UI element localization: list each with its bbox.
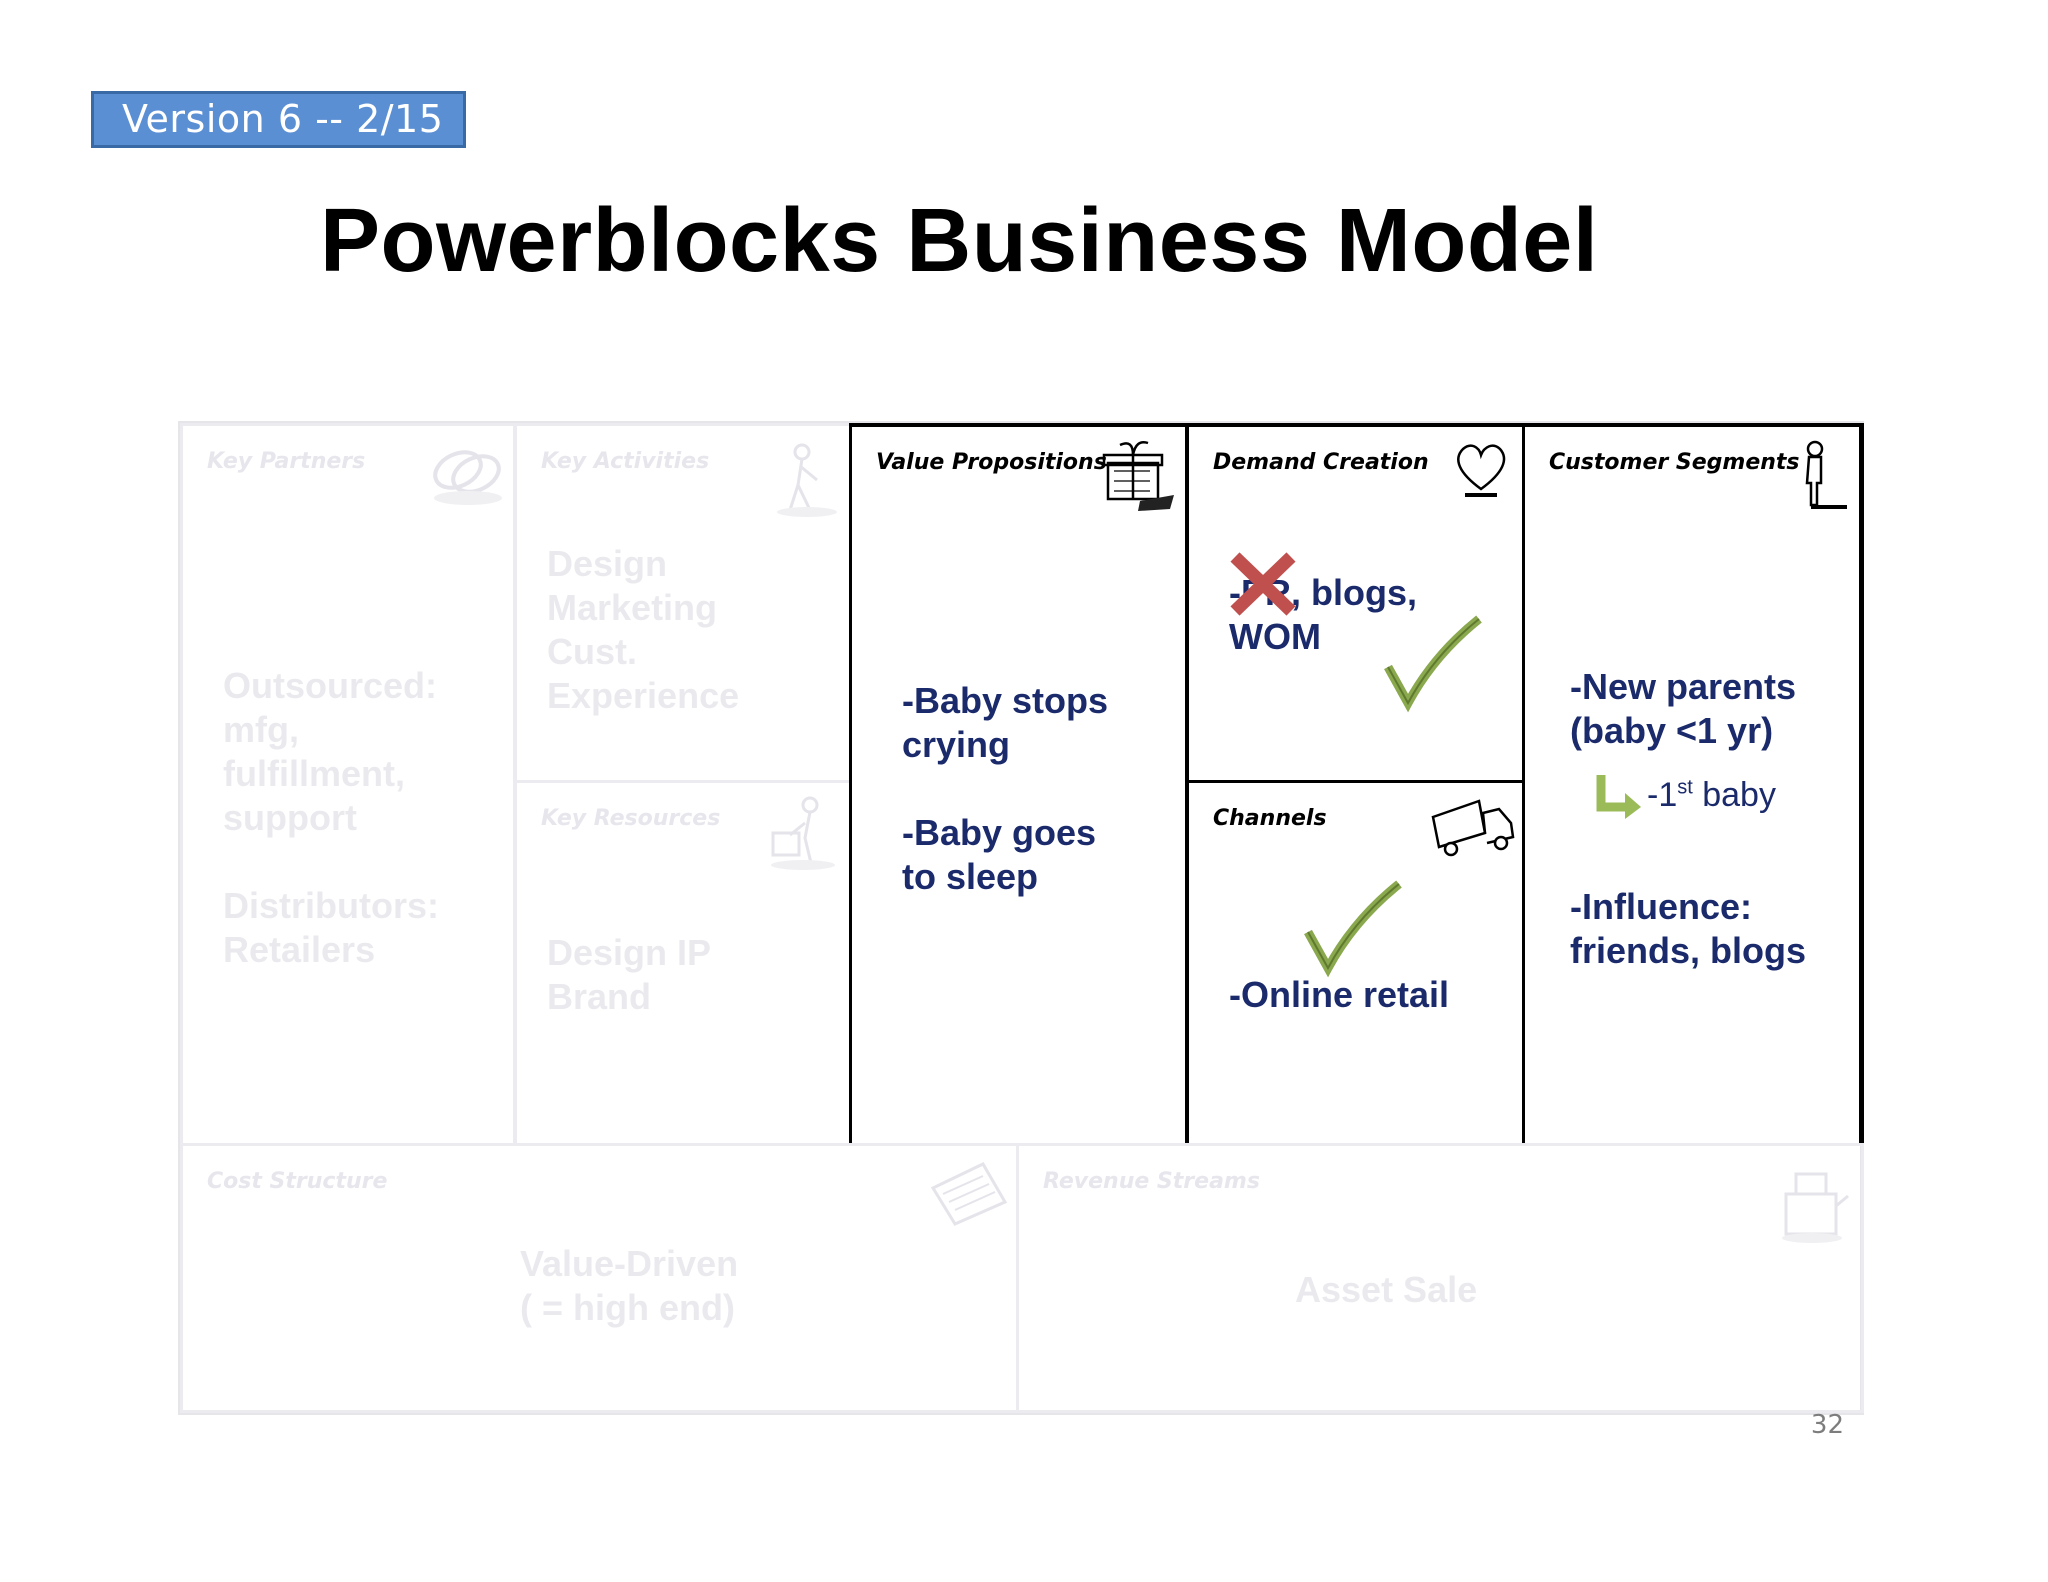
red-x-mark: [1230, 552, 1296, 616]
customer-segments-label: Customer Segments: [1549, 450, 1800, 475]
revenue-streams-label: Revenue Streams: [1043, 1169, 1260, 1194]
worker-icon: [777, 443, 837, 517]
demand-creation-content: -PR, blogs, WOM: [1229, 572, 1417, 657]
channels-content: -Online retail: [1229, 974, 1450, 1015]
cost-structure-block: Cost Structure Value-Driven ( = high end…: [180, 1143, 1019, 1413]
value-propositions-block: Value Propositions -Baby stops crying -B…: [849, 423, 1188, 1146]
key-partners-block: Key Partners Outsourced: mfg, fulfillmen…: [180, 423, 516, 1146]
revenue-streams-block: Revenue Streams Asset Sale: [1016, 1143, 1864, 1413]
green-check-mark: [1384, 615, 1482, 713]
cost-structure-label: Cost Structure: [207, 1169, 388, 1194]
gift-icon: [1102, 441, 1174, 511]
person-icon: [1805, 440, 1847, 509]
customer-segments-block: Customer Segments -New parents (baby <1 …: [1522, 423, 1864, 1146]
version-badge: Version 6 -- 2/15: [91, 91, 466, 148]
customer-segments-content-2: -Influence: friends, blogs: [1570, 886, 1807, 971]
value-propositions-label: Value Propositions: [876, 450, 1107, 475]
link-chain-icon: [433, 450, 502, 505]
key-partners-content: Outsourced: mfg, fulfillment, support Di…: [223, 665, 439, 970]
heart-icon: [1457, 444, 1506, 497]
cash-register-icon: [1782, 1172, 1849, 1243]
key-resources-content: Design IP Brand: [547, 932, 712, 1017]
key-activities-content: Design Marketing Cust. Experience: [547, 543, 740, 716]
revenue-streams-content: Asset Sale: [1295, 1269, 1478, 1310]
key-resources-label: Key Resources: [541, 806, 721, 831]
papers-icon: [930, 1162, 1008, 1226]
channels-label: Channels: [1213, 806, 1327, 831]
key-activities-block: Key Activities Design Marketing Cust. Ex…: [514, 423, 852, 783]
channels-block: Channels -Online retail: [1186, 780, 1525, 1146]
customer-segments-content-1: -New parents (baby <1 yr): [1570, 666, 1797, 751]
first-baby-note: -1st baby: [1647, 776, 1776, 814]
key-partners-label: Key Partners: [207, 449, 366, 474]
truck-icon: [1431, 799, 1515, 857]
key-activities-label: Key Activities: [541, 449, 710, 474]
key-resources-block: Key Resources Design IP Brand: [514, 780, 852, 1146]
worker-cart-icon: [771, 796, 835, 870]
page-number: 32: [1810, 1410, 1844, 1440]
page-title: Powerblocks Business Model: [320, 191, 1599, 291]
demand-creation-block: Demand Creation -PR, blogs, WOM: [1186, 423, 1525, 783]
cost-structure-content: Value-Driven ( = high end): [520, 1243, 739, 1328]
arrow-icon: [1596, 775, 1641, 819]
demand-creation-label: Demand Creation: [1213, 450, 1429, 475]
green-check-mark: [1304, 880, 1402, 978]
value-propositions-content: -Baby stops crying -Baby goes to sleep: [902, 680, 1109, 897]
